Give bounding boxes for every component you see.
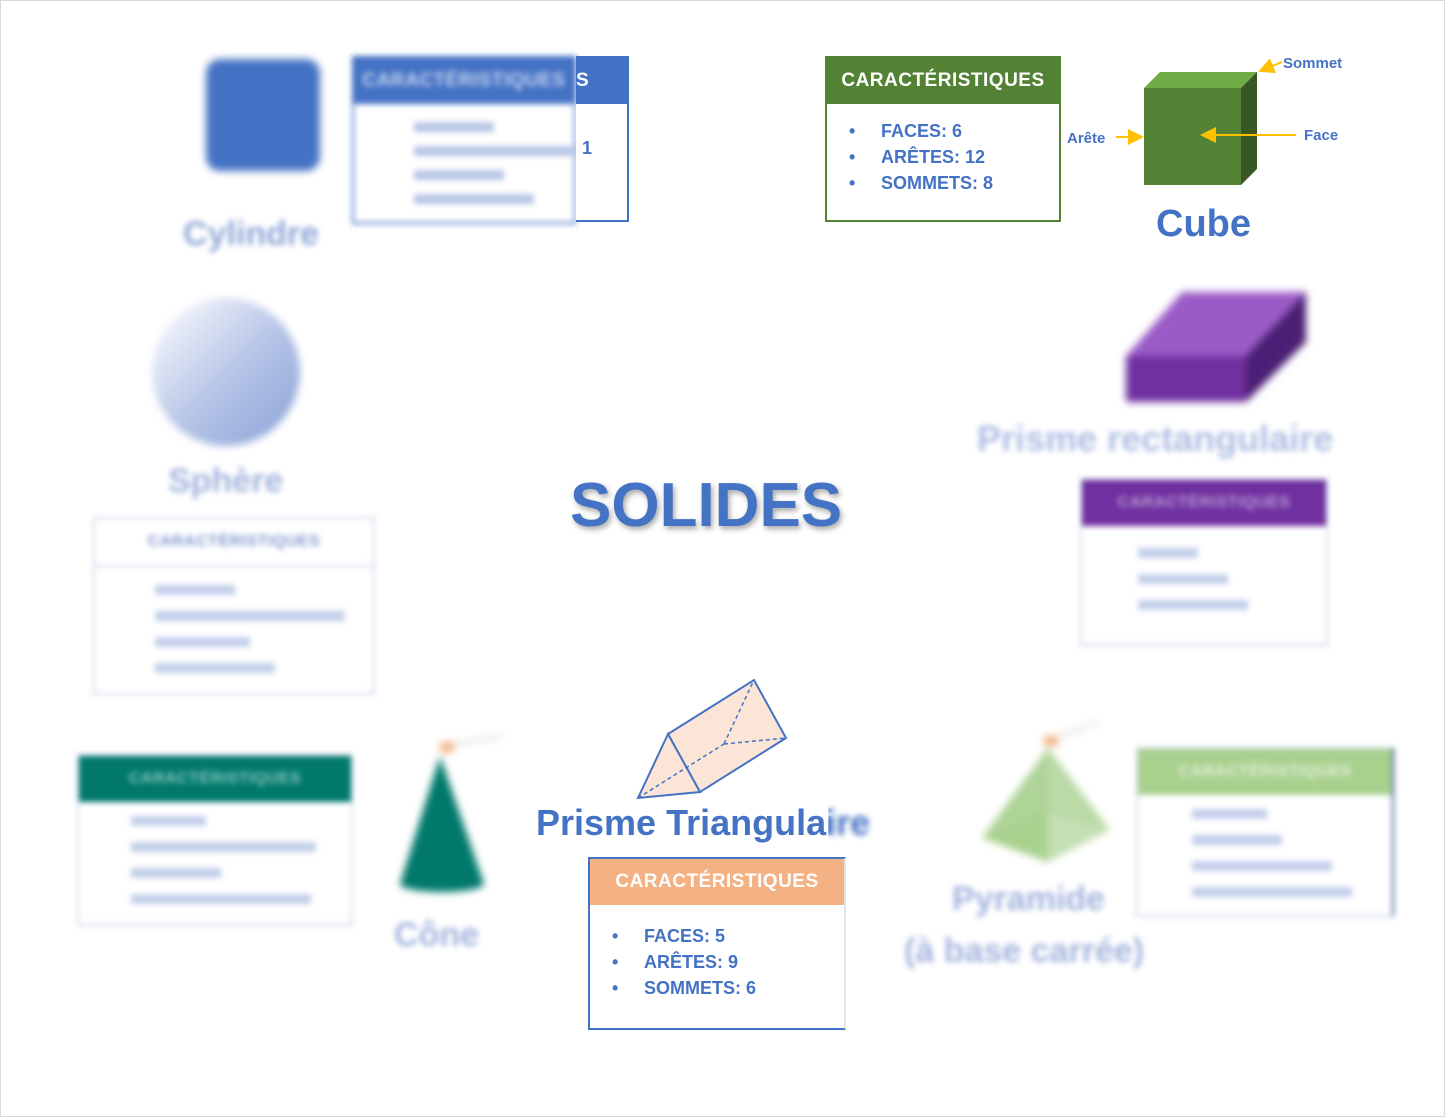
rect-prism-title: Prisme rectangulaire [977,418,1334,459]
cylinder-card-list [354,104,584,204]
sphere-characteristics-card: CARACTÉRISTIQUES [93,517,375,695]
cube-label-vertex: Sommet [1283,55,1343,72]
pyramid-card-header: CARACTÉRISTIQUES [1138,749,1392,795]
cylinder-header-tail: S [576,58,627,104]
tri-prism-item-edges: ARÊTES: 9 [612,949,844,975]
cylinder-card-header: CARACTÉRISTIQUES [354,58,574,104]
rect-prism-characteristics-card: CARACTÉRISTIQUES [1080,478,1328,646]
cone-shape [400,735,503,892]
pyramid-title-line2: (à base carrée) [904,932,1145,970]
pyramid-title-line1: Pyramide [952,880,1106,918]
tri-prism-characteristics-card: CARACTÉRISTIQUES FACES: 5 ARÊTES: 9 SOMM… [588,857,846,1030]
tri-prism-item-faces: FACES: 5 [612,923,844,949]
cone-card-header: CARACTÉRISTIQUES [79,756,351,802]
pyramid-characteristics-card: CARACTÉRISTIQUES [1136,747,1394,917]
cone-title: Cône [394,916,479,954]
tri-prism-title: Prisme Triangulaire [536,802,871,843]
cube-card-list: FACES: 6 ARÊTES: 12 SOMMETS: 8 [827,104,1059,196]
cylinder-card-right-part: S 1 [576,56,629,222]
cylinder-title: Cylindre [183,215,320,253]
sphere-shape [152,298,300,446]
tri-prism-card-header: CARACTÉRISTIQUES [590,859,844,905]
tri-prism-item-vertices: SOMMETS: 6 [612,975,844,1001]
cube-label-edge: Arête [1067,130,1106,147]
pyramid-card-list [1138,795,1392,897]
sphere-card-header: CARACTÉRISTIQUES [95,519,373,567]
rect-prism-card-list [1082,526,1326,610]
cylinder-characteristics-card: CARACTÉRISTIQUES [352,56,584,224]
cube-title: Cube [1156,203,1251,245]
tri-prism-shape [636,678,788,800]
cube-item-vertices: SOMMETS: 8 [849,170,1059,196]
pyramid-shape [982,721,1110,862]
sphere-title: Sphère [168,462,284,500]
rect-prism-card-header: CARACTÉRISTIQUES [1082,480,1326,526]
cone-characteristics-card: CARACTÉRISTIQUES [77,754,353,926]
sphere-card-list [95,567,373,673]
rect-prism-shape [1126,292,1306,402]
cube-card-header: CARACTÉRISTIQUES [827,58,1059,104]
cube-characteristics-card: CARACTÉRISTIQUES FACES: 6 ARÊTES: 12 SOM… [825,56,1061,222]
cube-item-edges: ARÊTES: 12 [849,144,1059,170]
cube-label-face: Face [1304,127,1339,144]
cylinder-item-tail: 1 [582,138,593,158]
tri-prism-title-wrap: Prisme Triangulaire [536,800,888,850]
cylinder-shape [206,59,320,171]
cube-item-faces: FACES: 6 [849,118,1059,144]
center-title: SOLIDES [570,471,843,540]
cube-shape [1144,72,1257,185]
cube-arrows [1116,58,1296,145]
tri-prism-card-list: FACES: 5 ARÊTES: 9 SOMMETS: 6 [590,905,844,1001]
cone-card-list [79,802,351,904]
